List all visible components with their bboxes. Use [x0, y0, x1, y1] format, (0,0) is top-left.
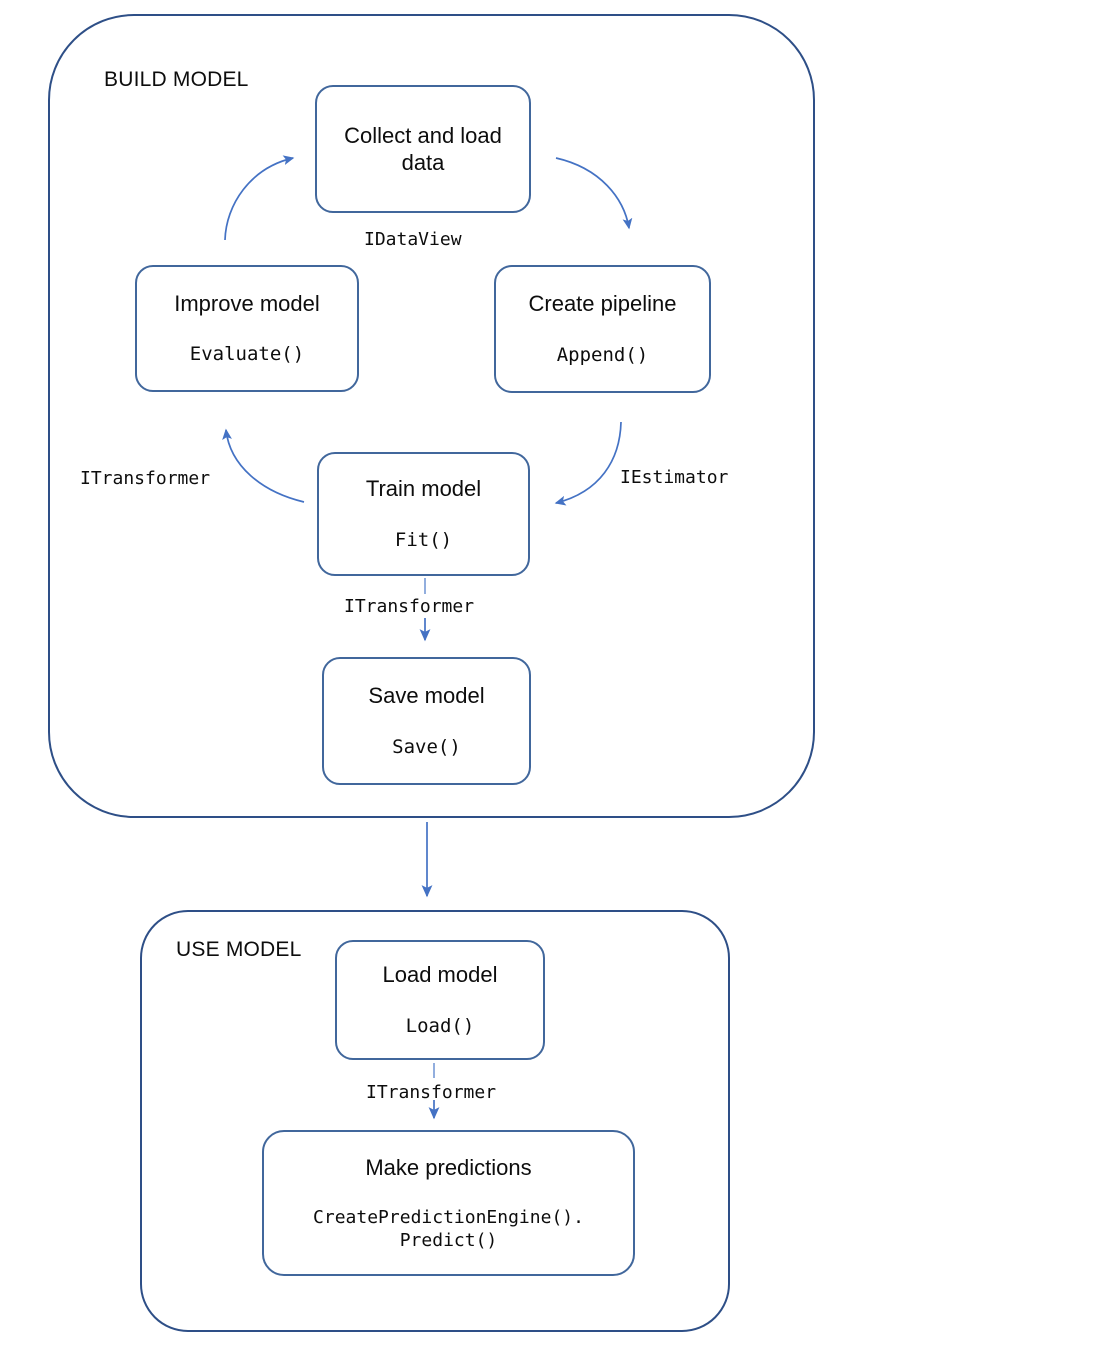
node-train-title: Train model	[365, 476, 482, 502]
node-train-model[interactable]: Train model Fit()	[317, 452, 530, 576]
node-pipeline-title: Create pipeline	[528, 291, 677, 317]
node-save-title: Save model	[368, 683, 485, 709]
node-train-api: Fit()	[394, 528, 453, 551]
node-collect-title-line1: Collect and load	[344, 122, 502, 148]
node-make-predictions[interactable]: Make predictions CreatePredictionEngine(…	[262, 1130, 635, 1276]
group-build-model-label: BUILD MODEL	[104, 68, 249, 91]
node-collect-title-line2: data	[401, 150, 445, 175]
edge-label-itransformer-improve: ITransformer	[80, 468, 211, 489]
node-load-title: Load model	[382, 962, 498, 988]
edge-label-itransformer-predict: ITransformer	[366, 1082, 497, 1103]
edge-label-itransformer-save: ITransformer	[344, 596, 475, 617]
node-load-api: Load()	[405, 1014, 475, 1037]
node-load-model[interactable]: Load model Load()	[335, 940, 545, 1060]
node-improve-title: Improve model	[174, 290, 320, 316]
node-pipeline-api: Append()	[556, 343, 649, 366]
node-predict-title: Make predictions	[365, 1154, 532, 1180]
group-use-model-label: USE MODEL	[176, 938, 302, 961]
group-use-model	[140, 910, 730, 1332]
node-save-api: Save()	[392, 735, 461, 758]
group-build-model	[48, 14, 815, 818]
node-create-pipeline[interactable]: Create pipeline Append()	[494, 265, 711, 393]
node-collect-and-load-data[interactable]: Collect and load data	[315, 85, 531, 213]
node-predict-api-line1: CreatePredictionEngine().	[313, 1207, 584, 1229]
node-improve-model[interactable]: Improve model Evaluate()	[135, 265, 359, 392]
edge-label-iestimator: IEstimator	[620, 467, 729, 488]
edge-label-idataview: IDataView	[364, 229, 462, 250]
node-predict-api-line2: Predict()	[399, 1229, 498, 1251]
node-improve-api: Evaluate()	[189, 343, 305, 366]
node-save-model[interactable]: Save model Save()	[322, 657, 531, 785]
